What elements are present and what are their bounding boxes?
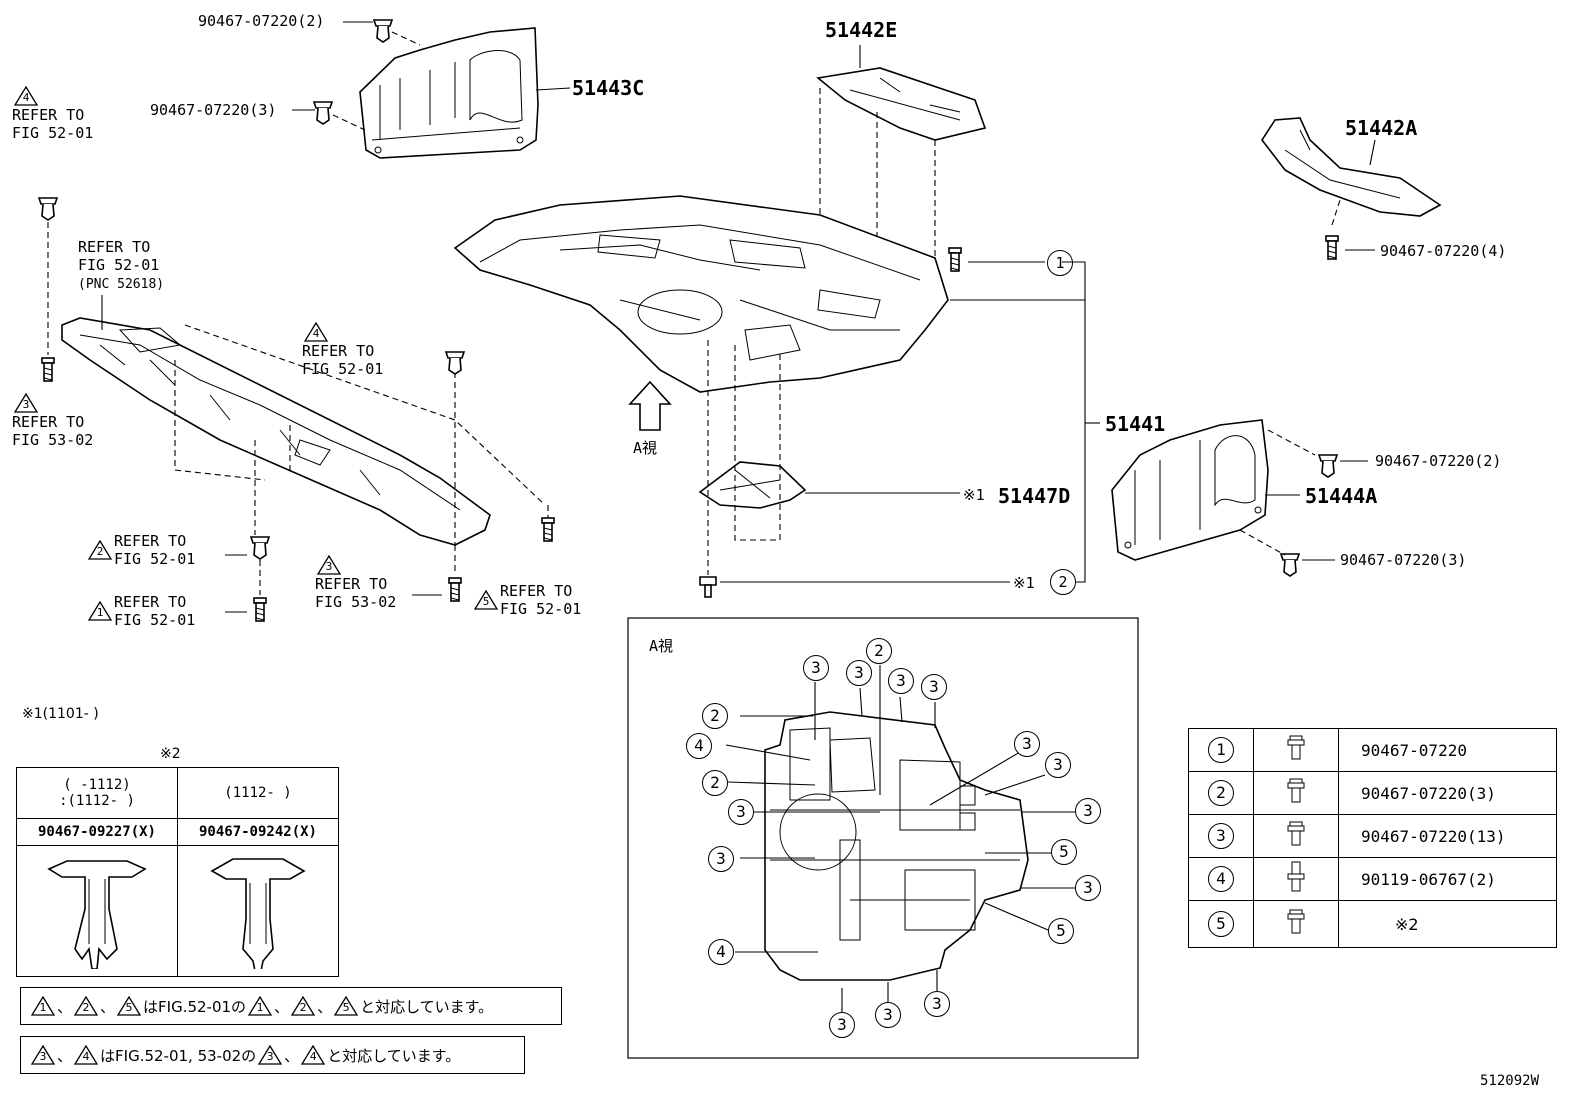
note1-mark: ※1 (963, 486, 985, 504)
part-label-51447D: 51447D (998, 484, 1071, 508)
fastener-icon (1280, 553, 1300, 577)
view-a-box (627, 617, 1139, 1059)
bolt-icon (541, 517, 555, 542)
callout-3-icon: 3 (924, 991, 950, 1017)
clip-table: ( -1112):(1112- ) (1112- ) 90467-09227(X… (16, 767, 339, 977)
bolt-icon (1287, 821, 1305, 846)
callout-2-icon: 2 (702, 770, 728, 796)
callout-3-icon: 3 (829, 1012, 855, 1038)
circle-1-icon: 1 (1208, 737, 1234, 763)
bolt-icon (1287, 861, 1305, 892)
bolt-icon (1287, 909, 1305, 934)
callout-4-icon: 4 (686, 733, 712, 759)
screw-icon (699, 576, 717, 598)
part-label-51444A: 51444A (1305, 484, 1378, 508)
callout-3-icon: 3 (1075, 798, 1101, 824)
circle-1-icon: 1 (1047, 250, 1073, 276)
bolt-icon (948, 247, 962, 272)
part-label-51442A: 51442A (1345, 116, 1418, 140)
view-arrow-label: A視 (633, 439, 658, 457)
callout-2-icon: 2 (866, 638, 892, 664)
callout-3-icon: 3 (1045, 752, 1071, 778)
part-label-51443C: 51443C (572, 76, 645, 100)
fastener-label: 90467-07220(3) (150, 101, 277, 119)
bolt-icon (41, 357, 55, 382)
clip-icon (250, 536, 270, 560)
callout-3-icon: 3 (708, 846, 734, 872)
view-a-cover (764, 711, 1029, 981)
fastener-icon (373, 19, 393, 43)
circle-3-icon: 3 (1208, 823, 1234, 849)
part-label-51442E: 51442E (825, 18, 898, 42)
callout-3-icon: 3 (888, 668, 914, 694)
clip-icon (445, 351, 465, 375)
circle-2-icon: 2 (1050, 569, 1076, 595)
bolt-icon (1287, 778, 1305, 803)
callout-5-icon: 5 (1048, 918, 1074, 944)
part-label-51441: 51441 (1105, 412, 1166, 436)
circle-5-icon: 5 (1208, 911, 1234, 937)
diagram-code: 512092W (1480, 1073, 1540, 1089)
clip-9242-icon (210, 858, 306, 972)
part-51442E (816, 67, 987, 141)
callout-2-icon: 2 (702, 703, 728, 729)
bolt-icon (1287, 735, 1305, 760)
callout-5-icon: 5 (1051, 839, 1077, 865)
circle-4-icon: 4 (1208, 866, 1234, 892)
part-51443C (359, 27, 539, 159)
note1-range: ※1(1101- ) (22, 706, 99, 722)
part-51441 (453, 195, 949, 393)
callout-3-icon: 3 (921, 674, 947, 700)
circle-2-icon: 2 (1208, 780, 1234, 806)
bolt-icon (448, 577, 462, 602)
part-bumper-retainer (61, 317, 491, 546)
callout-3-icon: 3 (803, 655, 829, 681)
callout-3-icon: 3 (1075, 875, 1101, 901)
bolt-icon (253, 597, 267, 622)
fastener-label: 90467-07220(2) (1375, 452, 1502, 470)
part-51444A (1111, 419, 1269, 561)
clip-icon (38, 197, 58, 221)
fastener-icon (1318, 454, 1338, 478)
note2-mark: ※2 (160, 746, 181, 762)
note1-mark: ※1 (1013, 574, 1035, 592)
callout-3-icon: 3 (1014, 731, 1040, 757)
fastener-icon (313, 101, 333, 125)
callout-4-icon: 4 (708, 939, 734, 965)
fastener-label: 90467-07220(2) (198, 12, 325, 30)
bolt-icon (1325, 235, 1339, 260)
callout-3-icon: 3 (846, 660, 872, 686)
view-a-title: A視 (649, 637, 674, 655)
callout-3-icon: 3 (728, 799, 754, 825)
view-a-arrow-icon (628, 380, 672, 431)
part-51447D (698, 461, 807, 509)
clip-9227-icon (47, 860, 147, 970)
callout-3-icon: 3 (875, 1002, 901, 1028)
part-51442A (1261, 117, 1442, 217)
fastener-label: 90467-07220(4) (1380, 242, 1507, 260)
fastener-label: 90467-07220(3) (1340, 551, 1467, 569)
